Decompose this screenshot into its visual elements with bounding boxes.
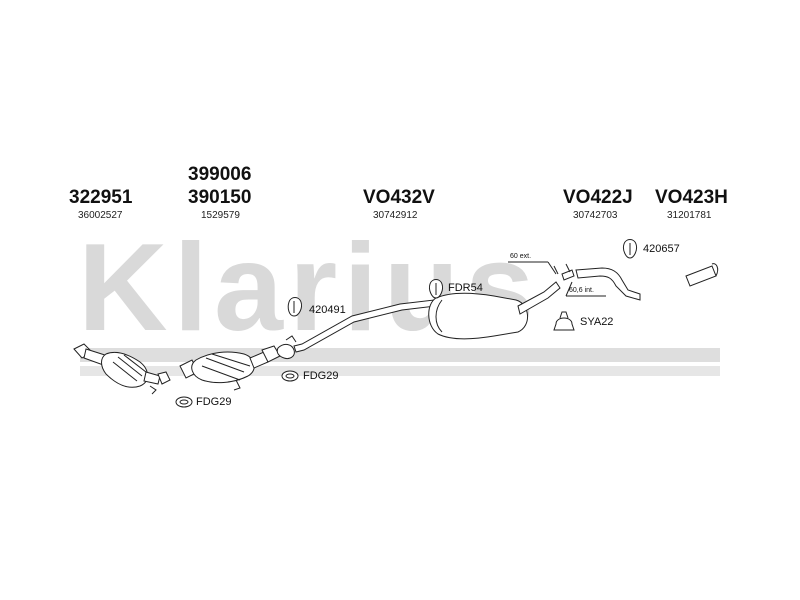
gasket-fdg29-inner-icon <box>179 399 189 405</box>
dimension-leader-int <box>565 281 573 297</box>
front-catalyst-322951 <box>73 343 171 395</box>
label-420491: 420491 <box>309 304 346 316</box>
clamp-sya22-icon <box>553 317 575 331</box>
reference-30742912: 30742912 <box>373 210 418 221</box>
label-fdg29-a: FDG29 <box>196 396 232 408</box>
dimension-label-int: 60,6 int. <box>569 287 594 294</box>
reference-31201781: 31201781 <box>667 210 712 221</box>
label-420657: 420657 <box>643 243 680 255</box>
reference-36002527: 36002527 <box>78 210 123 221</box>
label-sya22: SYA22 <box>580 316 614 328</box>
clamp-sya22-bolt-icon <box>559 311 569 319</box>
label-fdg29-b: FDG29 <box>303 370 339 382</box>
reference-30742703: 30742703 <box>573 210 618 221</box>
gasket-fdg29-b-inner-icon <box>285 373 295 379</box>
tail-pipe-vo423h <box>685 263 719 287</box>
rubber-mount-420491-icon <box>287 297 302 317</box>
part-number-vo422j: VO422J <box>563 187 633 208</box>
dimension-label-ext: 60 ext. <box>510 253 532 260</box>
label-fdr54: FDR54 <box>448 282 483 294</box>
reference-1529579: 1529579 <box>201 210 240 221</box>
rear-pipe-vo422j <box>553 263 641 301</box>
catalyst-390150 <box>179 345 281 391</box>
part-number-322951: 322951 <box>69 187 133 208</box>
part-number-390150: 390150 <box>188 187 252 208</box>
intermediate-pipe-vo432v <box>276 281 561 359</box>
part-number-399006: 399006 <box>188 164 252 185</box>
dimension-leader-ext <box>547 261 557 275</box>
part-number-vo432v: VO432V <box>363 187 435 208</box>
watermark-bar-lower <box>80 366 720 376</box>
part-number-vo423h: VO423H <box>655 187 728 208</box>
